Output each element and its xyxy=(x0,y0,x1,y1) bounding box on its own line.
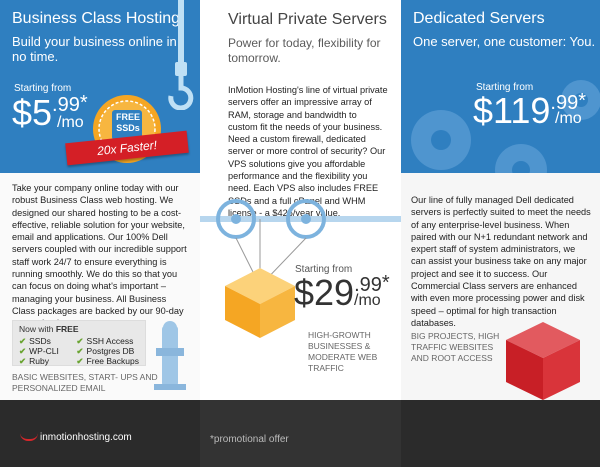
inmotion-logo[interactable]: inmotionhosting.com xyxy=(20,432,132,443)
dedicated-price-cents: .99 xyxy=(550,92,579,114)
vps-title: Virtual Private Servers xyxy=(228,11,387,28)
pulley-machine-icon xyxy=(200,199,401,338)
features-heading-free: FREE xyxy=(55,324,79,334)
business-price-mo: /mo xyxy=(57,114,84,131)
business-price-asterisk: * xyxy=(79,92,88,114)
business-price: $5.99* /mo xyxy=(12,92,88,134)
badge-line-ssds: SSDs xyxy=(116,123,140,133)
features-grid: ✔SSDs ✔SSH Access ✔WP-CLI ✔Postgres DB ✔… xyxy=(19,336,139,366)
features-heading: Now with FREE xyxy=(19,324,139,334)
logo-swoosh-icon xyxy=(20,433,38,442)
check-icon: ✔ xyxy=(19,346,27,356)
check-icon: ✔ xyxy=(76,346,84,356)
feature-label: SSDs xyxy=(29,336,51,346)
business-caption: BASIC WEBSITES, START- UPS AND PERSONALI… xyxy=(12,372,158,393)
feature-label: Free Backups xyxy=(86,356,139,366)
vps-starting-label: Starting from xyxy=(295,264,353,275)
crane-hook-icon xyxy=(168,0,194,110)
business-price-cents: .99 xyxy=(52,94,80,116)
promo-footnote: *promotional offer xyxy=(210,434,289,445)
dedicated-price-mo: /mo xyxy=(555,110,582,127)
business-hosting-column: Business Class Hosting Build your busine… xyxy=(0,0,200,400)
business-title: Business Class Hosting xyxy=(12,10,181,27)
vps-caption: HIGH-GROWTH BUSINESSES & MODERATE WEB TR… xyxy=(308,330,378,373)
feature-item: ✔SSDs xyxy=(19,336,72,346)
free-ssd-badge-text: FREE SSDs xyxy=(114,112,142,134)
hydrant-icon xyxy=(154,321,186,390)
vps-column: Virtual Private Servers Power for today,… xyxy=(200,0,401,400)
vps-price: $29.99* /mo xyxy=(294,272,390,314)
business-tagline: Build your business online in no time. xyxy=(12,34,177,64)
footer-middle-panel xyxy=(200,400,401,467)
feature-item: ✔Postgres DB xyxy=(76,346,139,356)
dedicated-price-dollar: $119 xyxy=(473,90,551,131)
vps-price-cents: .99 xyxy=(354,274,382,296)
logo-text: inmotionhosting.com xyxy=(40,432,132,443)
dedicated-column: Dedicated Servers One server, one custom… xyxy=(401,0,600,400)
dedicated-description: Our line of fully managed Dell dedicated… xyxy=(411,195,591,328)
business-description: Take your company online today with our … xyxy=(12,183,187,328)
vps-description: InMotion Hosting's line of virtual priva… xyxy=(228,85,388,218)
dedicated-caption: BIG PROJECTS, HIGH TRAFFIC WEBSITES AND … xyxy=(411,331,500,363)
features-heading-prefix: Now with xyxy=(19,324,56,334)
badge-line-free: FREE xyxy=(115,112,140,122)
feature-label: Postgres DB xyxy=(86,346,135,356)
dedicated-price-asterisk: * xyxy=(578,90,587,112)
check-icon: ✔ xyxy=(76,356,84,366)
feature-label: Ruby xyxy=(29,356,49,366)
feature-label: SSH Access xyxy=(86,336,134,346)
business-price-dollar: $5 xyxy=(12,92,53,133)
dedicated-price: $119.99* /mo xyxy=(473,90,586,132)
footer: inmotionhosting.com *promotional offer xyxy=(0,400,600,467)
check-icon: ✔ xyxy=(19,336,27,346)
gears-icon xyxy=(411,80,600,173)
check-icon: ✔ xyxy=(19,356,27,366)
vps-price-asterisk: * xyxy=(381,272,390,294)
dedicated-title: Dedicated Servers xyxy=(413,10,545,27)
business-features-box: Now with FREE ✔SSDs ✔SSH Access ✔WP-CLI … xyxy=(12,320,146,366)
business-starting-label: Starting from xyxy=(14,83,72,94)
feature-label: WP-CLI xyxy=(29,346,59,356)
vps-price-dollar: $29 xyxy=(294,272,355,313)
feature-item: ✔Free Backups xyxy=(76,356,139,366)
check-icon: ✔ xyxy=(76,336,84,346)
vps-tagline: Power for today, flexibility for tomorro… xyxy=(228,36,381,65)
vps-price-mo: /mo xyxy=(354,292,381,309)
feature-item: ✔Ruby xyxy=(19,356,72,366)
dedicated-tagline: One server, one customer: You. xyxy=(413,34,596,49)
dedicated-starting-label: Starting from xyxy=(476,82,534,93)
feature-item: ✔SSH Access xyxy=(76,336,139,346)
feature-item: ✔WP-CLI xyxy=(19,346,72,356)
server-cube-icon xyxy=(506,322,580,400)
